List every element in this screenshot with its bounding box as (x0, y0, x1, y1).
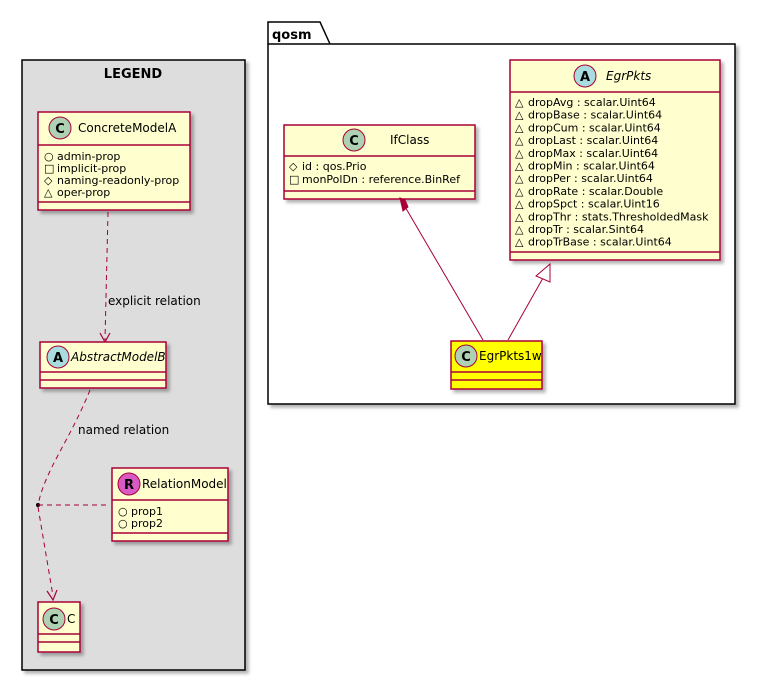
class-name: IfClass (390, 133, 429, 147)
composition-edge (399, 197, 484, 341)
class-glyph: A (53, 351, 63, 366)
named-relation-edge: named relation (36, 389, 169, 602)
member: dropTr : scalar.Sint64 (528, 223, 644, 236)
member-list: ○ admin-prop □ implicit-prop ◇ naming-re… (44, 150, 179, 199)
class-glyph: A (580, 70, 590, 85)
arrow-head-icon (46, 589, 58, 602)
visibility-package-icon: △ (515, 172, 524, 185)
member: implicit-prop (57, 162, 126, 175)
member: dropTrBase : scalar.Uint64 (528, 236, 672, 249)
member: prop1 (131, 505, 163, 518)
visibility-package-icon: △ (515, 210, 524, 223)
member: naming-readonly-prop (57, 174, 179, 187)
class-name: ConcreteModelA (78, 121, 177, 135)
class-name: AbstractModelB (70, 350, 166, 364)
class-glyph: C (349, 134, 359, 149)
class-glyph: C (49, 613, 59, 628)
visibility-public-icon: ○ (44, 150, 54, 163)
class-name: EgrPkts (606, 69, 651, 83)
member: dropLast : scalar.Uint64 (528, 134, 658, 147)
visibility-package-icon: △ (515, 236, 524, 249)
generalization-edge (507, 262, 551, 341)
composition-diamond-icon (399, 197, 409, 212)
visibility-package-icon: △ (515, 147, 524, 160)
class-r-icon (117, 472, 141, 496)
member: prop2 (131, 517, 163, 530)
ifclass-class[interactable]: C IfClass ◇ id : qos.Prio □ monPolDn : r… (283, 124, 476, 200)
class-glyph: C (461, 350, 471, 365)
member: dropThr : stats.ThresholdedMask (528, 210, 709, 223)
visibility-public-icon: ○ (118, 505, 128, 518)
inheritance-triangle-icon (535, 262, 551, 283)
visibility-protected-icon: ◇ (44, 174, 53, 187)
member: id : qos.Prio (302, 160, 367, 173)
class-a-icon (46, 345, 70, 369)
class-name: EgrPkts1w (479, 349, 542, 363)
visibility-package-icon: △ (515, 134, 524, 147)
egrpkts-class[interactable]: A EgrPkts △ dropAvg : scalar.Uint64 △ dropB… (509, 59, 721, 261)
member: dropCum : scalar.Uint64 (528, 121, 661, 134)
member: dropAvg : scalar.Uint64 (528, 96, 656, 109)
visibility-package-icon: △ (515, 96, 524, 109)
visibility-private-icon: □ (289, 173, 299, 186)
class-c-icon (42, 607, 66, 631)
member: dropPer : scalar.Uint64 (528, 172, 653, 185)
legend-title: LEGEND (104, 67, 163, 82)
visibility-package-icon: △ (44, 186, 53, 199)
class-glyph: C (55, 122, 65, 137)
visibility-package-icon: △ (515, 109, 524, 122)
visibility-package-icon: △ (515, 223, 524, 236)
relation-model-class[interactable]: R RelationModel ○ prop1 ○ prop2 (111, 467, 229, 542)
c-class[interactable]: C C (37, 601, 81, 653)
member: admin-prop (57, 150, 120, 163)
class-c-icon (454, 344, 478, 368)
visibility-package-icon: △ (515, 185, 524, 198)
member: dropSpct : scalar.Uint16 (528, 198, 660, 211)
class-name: RelationModel (142, 477, 227, 491)
member: dropBase : scalar.Uint64 (528, 109, 662, 122)
class-c-icon (342, 128, 366, 152)
visibility-package-icon: △ (515, 160, 524, 173)
explicit-relation-label: explicit relation (108, 294, 201, 308)
class-a-icon (573, 64, 597, 88)
visibility-package-icon: △ (515, 121, 524, 134)
visibility-package-icon: △ (515, 198, 524, 211)
visibility-public-icon: ○ (118, 517, 128, 530)
member: dropMax : scalar.Uint64 (528, 147, 658, 160)
abstract-model-b-class[interactable]: A AbstractModelB (39, 341, 167, 389)
member-list: △ dropAvg : scalar.Uint64 △ dropBase : scal… (515, 96, 709, 249)
egrpkts1w-class[interactable]: C EgrPkts1w (450, 340, 543, 390)
member: monPolDn : reference.BinRef (302, 173, 461, 186)
member: dropRate : scalar.Double (528, 185, 663, 198)
class-name: C (67, 612, 75, 626)
class-c-icon (48, 116, 72, 140)
concrete-model-a-class[interactable]: C ConcreteModelA ○ admin-prop □ implicit… (37, 111, 191, 211)
package-name: qosm (272, 28, 312, 43)
visibility-private-icon: □ (44, 162, 54, 175)
class-glyph: R (124, 478, 134, 493)
member: dropMin : scalar.Uint64 (528, 160, 655, 173)
visibility-protected-icon: ◇ (289, 160, 298, 173)
named-relation-label: named relation (78, 423, 169, 437)
member: oper-prop (57, 186, 110, 199)
